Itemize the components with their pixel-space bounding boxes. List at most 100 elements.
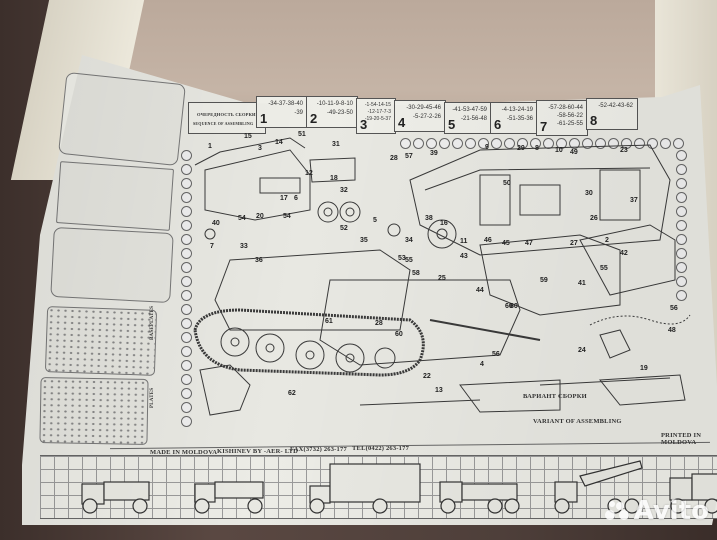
callout: 60 <box>505 303 513 310</box>
sequence-step-8: 8 -52-42-43-62 <box>586 98 638 130</box>
sequence-step-2: 2 -10-11-9-8-10-49-23-50 <box>306 96 358 128</box>
avito-text: Avito <box>633 496 709 526</box>
step-parts: -1-54-14-15 <box>364 102 391 108</box>
sequence-step-3: 3 -1-54-14-15-12-17-7-3-19-20-5-37 <box>356 98 396 134</box>
callout: 57 <box>405 153 413 160</box>
company-label: KISHINEV BY -AER- LTD <box>217 448 299 455</box>
callout: 56 <box>670 305 678 312</box>
callout: 22 <box>423 373 431 380</box>
step-parts: -52-42-43-62 <box>598 103 633 109</box>
avito-watermark: Avito <box>604 496 709 526</box>
step-parts: -4-13-24-19 <box>501 107 533 113</box>
step-parts: -19-20-5-37 <box>364 116 391 122</box>
printed-in-label: PRINTED IN MOLDOVA <box>661 432 702 446</box>
step-parts: -21-56-48 <box>460 116 487 122</box>
callout: 50 <box>503 180 511 187</box>
callout: 10 <box>555 147 563 154</box>
parts-index-column-left <box>181 150 193 427</box>
callout: 55 <box>405 257 413 264</box>
sequence-step-6: 6 -4-13-24-19 -51-35-36 <box>490 102 538 134</box>
tel-label: TEL(0422) 263-177 <box>352 445 410 452</box>
step-number: 5 <box>448 117 456 132</box>
callout: 49 <box>570 149 578 156</box>
callout: 6 <box>294 195 298 202</box>
callout: 48 <box>668 327 676 334</box>
callout: 20 <box>256 213 264 220</box>
callout: 9 <box>485 144 489 151</box>
callout: 39 <box>430 150 438 157</box>
callout: 23 <box>620 147 628 154</box>
callout: 19 <box>640 365 648 372</box>
sequence-title-ru: ОЧЕРЕДНОСТЬ СБОРКИ <box>197 112 256 117</box>
step-parts: -34-37-38-40 <box>268 101 303 107</box>
callout: 5 <box>373 217 377 224</box>
baseplates-sprue <box>44 306 158 376</box>
callout: 52 <box>340 225 348 232</box>
fuel-truck-icon <box>669 473 717 514</box>
step-parts: -39 <box>294 110 303 116</box>
sprue-frame-a <box>58 71 186 167</box>
callout: 16 <box>440 220 448 227</box>
step-number: 6 <box>494 117 502 132</box>
callout: 41 <box>578 280 586 287</box>
callout: 2 <box>605 237 609 244</box>
sprue-frame-c <box>50 226 174 304</box>
callout: 54 <box>238 215 246 222</box>
callout: 54 <box>283 213 291 220</box>
callout: 4 <box>480 361 484 368</box>
step-parts: -57-28-60-44 <box>548 105 583 111</box>
sequence-step-1: 1 -34-37-38-40 -39 <box>256 96 308 128</box>
callout: 43 <box>460 253 468 260</box>
step-parts: -10-11-9-8-10 <box>316 101 353 107</box>
callout: 13 <box>435 387 443 394</box>
sprue-frame-b <box>55 161 175 231</box>
callout: 45 <box>502 240 510 247</box>
step-parts: -61-25-55 <box>556 121 583 127</box>
callout: 33 <box>240 243 248 250</box>
callout: 36 <box>255 257 263 264</box>
parts-index-column-right <box>676 150 687 301</box>
callout: 40 <box>212 220 220 227</box>
callout: 24 <box>578 347 586 354</box>
sequence-step-7: 7 -57-28-60-44-58-56-22-61-25-55 <box>536 100 588 136</box>
callout: 17 <box>280 195 288 202</box>
callout: 28 <box>390 155 398 162</box>
callout: 3 <box>258 145 262 152</box>
callout: 15 <box>244 133 252 140</box>
vehicle-catalog-band <box>40 455 717 519</box>
plates-sprue <box>39 377 149 445</box>
callout: 11 <box>460 238 468 245</box>
callout: 18 <box>330 175 338 182</box>
variant-label-en: VARIANT OF ASSEMBLING <box>533 418 622 425</box>
callout: 62 <box>288 390 296 397</box>
six-wheel-truck-icon <box>439 481 520 514</box>
callout: 14 <box>275 139 283 146</box>
sequence-title-en: SEQUENCE OF ASSEMBLING <box>193 121 254 126</box>
callout: 7 <box>210 243 214 250</box>
callout: 59 <box>540 277 548 284</box>
baseplates-label: BASEPLATES <box>150 305 155 340</box>
van-truck-icon <box>309 463 421 514</box>
callout: 61 <box>325 318 333 325</box>
callout: 32 <box>340 187 348 194</box>
step-parts: -51-35-36 <box>506 116 533 122</box>
callout: 27 <box>570 240 578 247</box>
step-parts: -5-27-2-26 <box>412 114 441 120</box>
callout: 28 <box>375 320 383 327</box>
step-number: 1 <box>260 111 268 126</box>
callout: 30 <box>585 190 593 197</box>
callout: 44 <box>476 287 484 294</box>
assembly-diagram: 51 14 3 15 1 31 12 18 32 17 6 40 54 20 5… <box>193 131 691 416</box>
callout: 56 <box>492 351 500 358</box>
variant-label-ru: ВАРИАНТ СБОРКИ <box>523 393 587 400</box>
step-parts: -49-23-50 <box>326 110 353 116</box>
callout: 58 <box>412 270 420 277</box>
callout: 12 <box>305 170 313 177</box>
step-parts: -30-29-45-46 <box>406 105 441 111</box>
callout: 29 <box>517 145 525 152</box>
callout: 8 <box>535 145 539 152</box>
callout: 51 <box>298 131 306 138</box>
callout: 1 <box>208 143 212 150</box>
callout: 25 <box>438 275 446 282</box>
avito-logo-icon <box>604 501 629 520</box>
